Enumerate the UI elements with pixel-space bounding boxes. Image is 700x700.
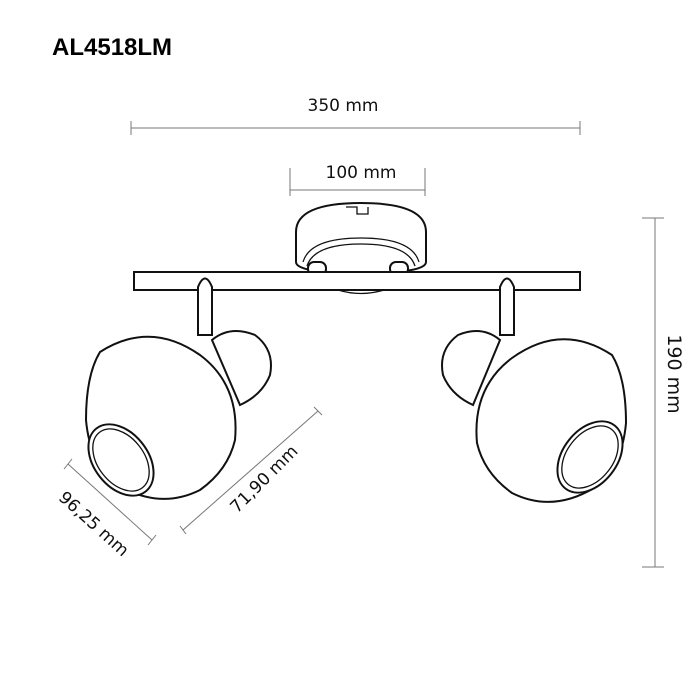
shade-depth-label: 71,90 mm bbox=[227, 442, 303, 518]
dimension-canopy-width: 100 mm bbox=[289, 163, 426, 196]
mounting-bar bbox=[133, 271, 581, 291]
product-code: AL4518LM bbox=[52, 34, 173, 61]
ceiling-canopy bbox=[295, 201, 427, 276]
dimension-height: 190 mm bbox=[642, 217, 685, 568]
shade-diameter-label: 96,25 mm bbox=[54, 488, 132, 561]
total-width-label: 350 mm bbox=[308, 96, 379, 116]
canopy-width-label: 100 mm bbox=[326, 163, 397, 183]
height-label: 190 mm bbox=[663, 334, 685, 413]
dimension-total-width: 350 mm bbox=[130, 96, 581, 135]
left-spotlight bbox=[84, 277, 272, 500]
right-spotlight bbox=[441, 277, 628, 503]
